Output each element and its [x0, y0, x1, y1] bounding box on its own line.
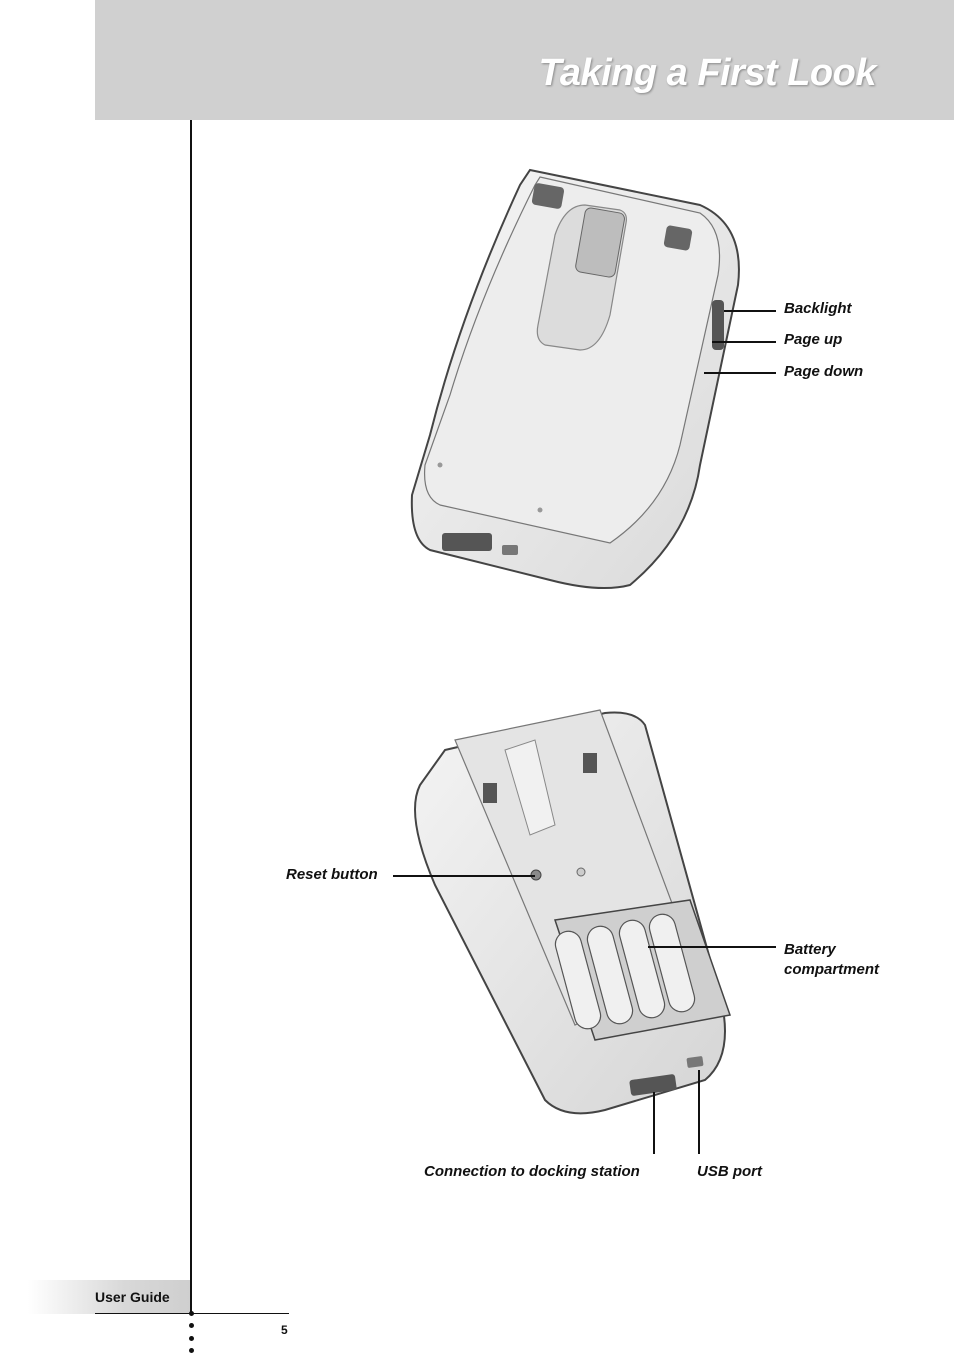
label-usb-port: USB port [697, 1163, 762, 1180]
label-battery-line2: compartment [784, 961, 880, 978]
label-page-up: Page up [784, 331, 843, 348]
footer-dot [189, 1348, 194, 1353]
backlight-leader [724, 310, 776, 312]
left-margin-rule [190, 120, 192, 1312]
docking-leader [653, 1092, 655, 1154]
label-page-down: Page down [784, 363, 864, 380]
footer-dot [189, 1323, 194, 1328]
label-backlight: Backlight [784, 300, 852, 317]
footer-band [28, 1280, 190, 1314]
battery-leader [648, 946, 776, 948]
label-docking-connection: Connection to docking station [424, 1163, 640, 1180]
remote-open-illustration [414, 709, 731, 1115]
footer-dot [189, 1336, 194, 1341]
remote-back-illustration [410, 168, 740, 590]
page-up-leader [712, 341, 776, 343]
footer-dot [189, 1311, 194, 1316]
header-band [95, 0, 954, 120]
footer-label: User Guide [95, 1289, 170, 1305]
usb-leader [698, 1070, 700, 1154]
page-number: 5 [281, 1323, 288, 1337]
reset-leader [393, 875, 535, 877]
page-title: Taking a First Look [538, 52, 877, 94]
label-battery-line1: Battery [784, 941, 836, 958]
label-reset-button: Reset button [286, 866, 378, 883]
page-down-leader [704, 372, 776, 374]
